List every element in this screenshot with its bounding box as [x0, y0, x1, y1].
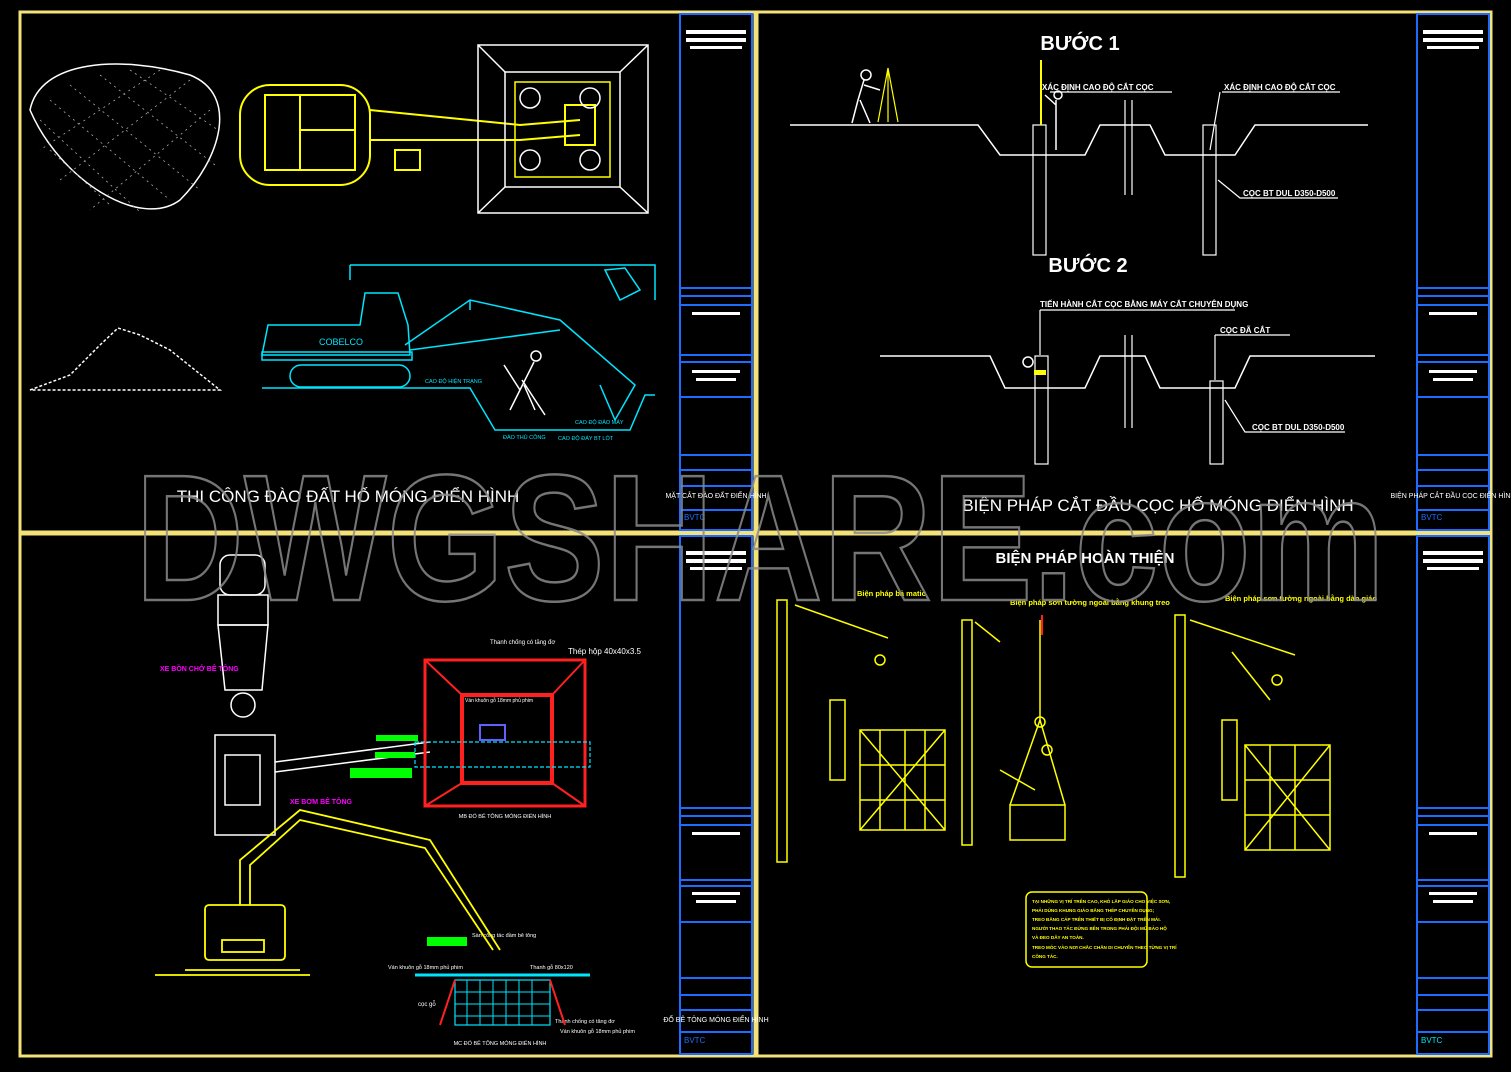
- excavator-side-view: [261, 264, 656, 431]
- label-formwork-section: Ván khuôn gỗ 18mm phủ phim: [388, 964, 463, 971]
- sub-title-skim-coat: Biện pháp bả matic: [857, 589, 926, 598]
- green-markers: [350, 735, 467, 946]
- note-line: PHẢI DÙNG KHUNG GIÁO BẰNG THÉP CHUYÊN DỤ…: [1032, 906, 1155, 913]
- panel-concrete-pouring: XE BỒN CHỞ BÊ TÔNG XE BƠM BÊ TÔNG Thanh …: [155, 554, 641, 1047]
- label-cut-pile: CỌC ĐÃ CẮT: [1220, 326, 1270, 335]
- cutting-worker: [1022, 356, 1034, 368]
- step-1-section: [790, 91, 1368, 256]
- label-pump-truck: XE BƠM BÊ TÔNG: [290, 797, 353, 806]
- tb4-code: BVTC: [1421, 1036, 1443, 1045]
- label-cut-level-1: XÁC ĐỊNH CAO ĐỘ CẮT CỌC: [1042, 83, 1154, 92]
- tb1-code: BVTC: [684, 513, 706, 522]
- title-block-strips: [679, 13, 1490, 1055]
- panel-title-pile-cutting: BIỆN PHÁP CẮT ĐẦU CỌC HỐ MÓNG ĐIỂN HÌNH: [962, 495, 1353, 515]
- watermark: DWGSHARE.com: [135, 438, 1385, 639]
- note-line: TREO MÓC VÀO NƠI CHẮC CHẮN DI CHUYỂN THE…: [1032, 943, 1177, 950]
- tb3-code: BVTC: [684, 1036, 706, 1045]
- panel-excavation: COBELCO CAO ĐỘ HIỆN TRẠNG CAO ĐỘ ĐÀO MÁY…: [29, 44, 656, 506]
- pit-plan: [477, 44, 649, 214]
- tb1-name: MẶT CẮT ĐÀO ĐẤT ĐIỂN HÌNH: [665, 490, 766, 500]
- label-timber-pile: cọc gỗ: [418, 1001, 436, 1008]
- finishing-note-box: TẠI NHỮNG VỊ TRÍ TRÊN CAO, KHÓ LẮP GIÁO …: [1025, 891, 1177, 968]
- surveyor-figure: [851, 69, 1063, 150]
- excavator-brand: COBELCO: [319, 337, 363, 347]
- label-formwork-plan: Ván khuôn gỗ 18mm phủ phim: [465, 697, 533, 704]
- section-caption: MC ĐỔ BÊ TÔNG MÓNG ĐIỂN HÌNH: [454, 1039, 547, 1047]
- label-cut-level-2: XÁC ĐỊNH CAO ĐỘ CẮT CỌC: [1224, 83, 1336, 92]
- title-block-texts: MẶT CẮT ĐÀO ĐẤT ĐIỂN HÌNH BIỆN PHÁP CẮT …: [663, 490, 1511, 1024]
- tb2-code: BVTC: [1421, 513, 1443, 522]
- label-steel-box: Thép hộp 40x40x3.5: [568, 647, 641, 656]
- note-line: TREO BẰNG CÁP TRÊN THIẾT BỊ CỐ ĐỊNH ĐẶT …: [1032, 915, 1161, 922]
- finishing-walls-scaffolds: [776, 599, 1331, 878]
- label-mixer-truck: XE BỒN CHỞ BÊ TÔNG: [160, 663, 239, 673]
- label-pile-type-1: CỌC BT DUL D350-D500: [1243, 189, 1336, 198]
- note-line: VÀ ĐEO DÂY AN TOÀN.: [1032, 934, 1084, 940]
- label-work-platform: Sàn công tác đầm bê tông: [472, 933, 536, 939]
- worker-digging: [503, 350, 546, 416]
- panel-title-excavation: THI CÔNG ĐÀO ĐẤT HỐ MÓNG ĐIỂN HÌNH: [177, 486, 520, 506]
- label-existing-level: CAO ĐỘ HIỆN TRẠNG: [425, 377, 482, 385]
- surveyor-tripod: [877, 67, 899, 123]
- finishing-title: BIỆN PHÁP HOÀN THIỆN: [996, 549, 1175, 567]
- panel-finishing: BIỆN PHÁP HOÀN THIỆN Biện pháp bả matic …: [776, 549, 1377, 968]
- cut-mark: [1034, 370, 1046, 375]
- soil-pile-hatch-pattern: [39, 69, 219, 213]
- note-line: TẠI NHỮNG VỊ TRÍ TRÊN CAO, KHÓ LẮP GIÁO …: [1032, 897, 1170, 904]
- sub-title-scaffolding: Biện pháp sơn tường ngoài bằng dàn giáo: [1225, 594, 1377, 603]
- title-block-bars: [686, 30, 1483, 903]
- soil-heap: [29, 327, 223, 391]
- label-turnbuckle-brace-plan: Thanh chống có tăng đơ: [490, 640, 555, 646]
- sheet-frames: [18, 10, 1493, 1058]
- sub-title-hanging-frame: Biện pháp sơn tường ngoài bằng khung tre…: [1010, 598, 1170, 607]
- pump-truck-front-view: [155, 809, 501, 976]
- excavator-top-view: [239, 84, 596, 186]
- panel-pile-cutting: BƯỚC 1 BƯỚC 2 XÁC ĐỊNH CAO ĐỘ CẮT CỌC XÁ…: [790, 31, 1375, 515]
- soil-pile-hatched-blob: [29, 63, 221, 210]
- title-block-codes: BVTC BVTC BVTC BVTC: [684, 513, 1443, 1045]
- foundation-formwork-plan: [414, 658, 591, 808]
- note-line: CÔNG TÁC.: [1032, 952, 1058, 959]
- label-timber-beam: Thanh gỗ 80x120: [530, 964, 573, 971]
- label-cutting-method: TIẾN HÀNH CẮT CỌC BẰNG MÁY CẮT CHUYÊN DỤ…: [1040, 299, 1248, 309]
- tb2-name: BIỆN PHÁP CẮT ĐẦU CỌC ĐIỂN HÌNH: [1391, 490, 1511, 500]
- note-line: NGƯỜI THAO TÁC ĐỨNG BÊN TRONG PHẢI ĐỘI M…: [1032, 924, 1167, 931]
- pump-truck-top-view: [214, 734, 431, 836]
- mixer-truck-top-view: [217, 554, 269, 718]
- label-lean-concrete-level: CAO ĐỘ ĐÁY BT LÓT: [558, 435, 614, 442]
- label-turnbuckle-brace-section: Thanh chống có tăng đơ: [555, 1019, 615, 1025]
- label-manual-dig: ĐÀO THỦ CÔNG: [503, 434, 546, 441]
- step-2-heading: BƯỚC 2: [1048, 253, 1127, 277]
- plan-caption: MB ĐỔ BÊ TÔNG MÓNG ĐIỂN HÌNH: [459, 812, 552, 820]
- foundation-section: [415, 973, 590, 1026]
- label-machine-dig-level: CAO ĐỘ ĐÀO MÁY: [575, 419, 624, 426]
- step-1-heading: BƯỚC 1: [1040, 31, 1119, 55]
- label-formwork-bottom: Ván khuôn gỗ 18mm phủ phim: [560, 1028, 635, 1035]
- label-pile-type-2: CỌC BT DUL D350-D500: [1252, 423, 1345, 432]
- step-2-section: [880, 309, 1375, 465]
- tb3-name: ĐỔ BÊ TÔNG MÓNG ĐIỂN HÌNH: [663, 1015, 768, 1024]
